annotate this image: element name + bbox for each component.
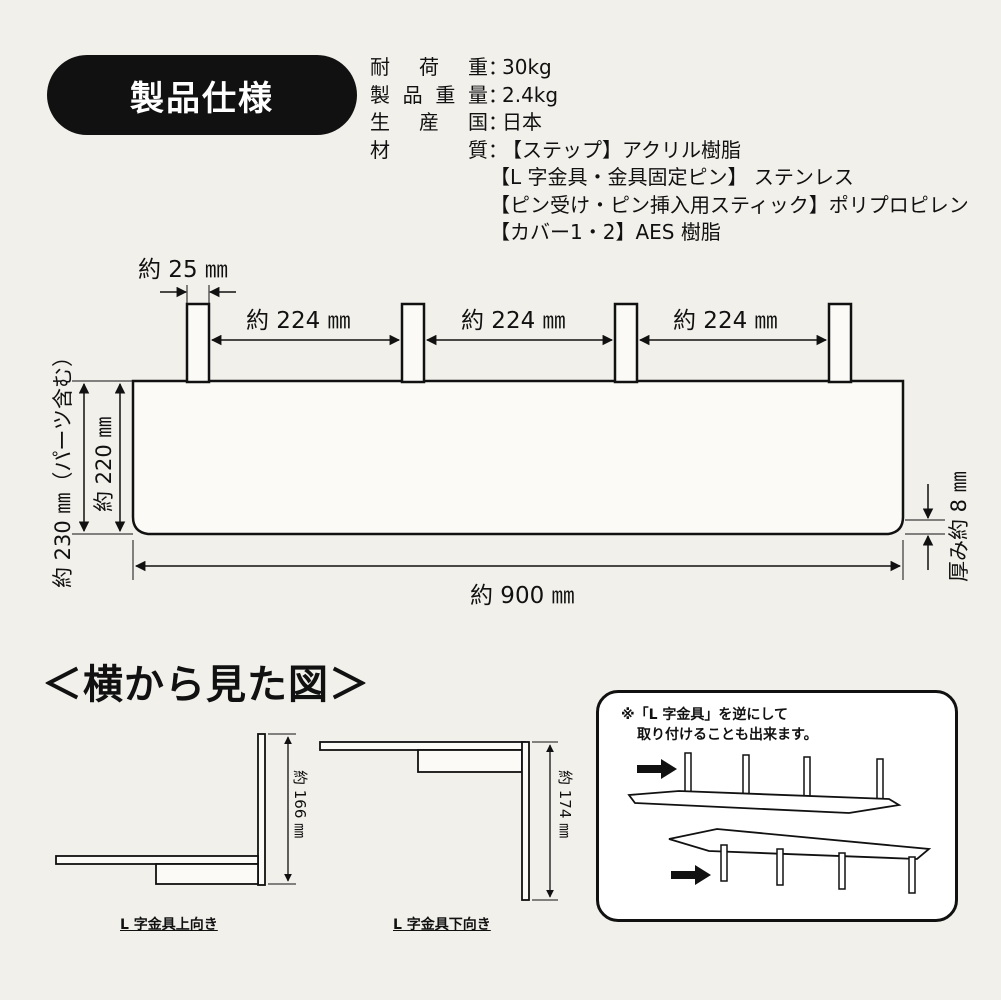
pin — [400, 302, 426, 384]
spec-row: 製品重量 ： 2.4kg — [370, 82, 990, 110]
spec-material-line: 【ピン受け・ピン挿入用スティック】ポリプロピレン — [490, 192, 969, 217]
arrow-icon — [671, 865, 711, 885]
spec-list: 耐荷重 ： 30kg 製品重量 ： 2.4kg 生産国 ： 日本 材質 ： 【ス… — [370, 54, 990, 247]
spec-label: 生産国 — [370, 110, 488, 134]
side-view-diagram: 約 166 ㎜ 約 174 ㎜ — [55, 733, 574, 901]
spec-value: 日本 — [502, 110, 542, 134]
spec-label: 耐荷重 — [370, 55, 488, 79]
shelf-board — [131, 379, 905, 536]
shelf-board — [627, 790, 902, 814]
spec-material-line: 【L 字金具・金具固定ピン】 ステンレス — [490, 165, 854, 189]
down-height-label: 約 174 ㎜ — [556, 770, 574, 838]
height-shelf-label: 約 220 ㎜ — [92, 417, 116, 512]
bracket-vertical — [257, 733, 266, 886]
pin — [185, 302, 211, 384]
bracket-vertical — [521, 741, 530, 901]
bracket-down-caption: L 字金具下向き — [393, 917, 491, 933]
pin-width-label: 約 25 ㎜ — [138, 257, 228, 283]
note-text: ※「L 字金具」を逆にして 取り付けることも出来ます。 — [621, 705, 818, 745]
bracket-arm — [417, 749, 523, 773]
spec-label: 材質 — [370, 137, 488, 162]
spec-value: 2.4kg — [502, 82, 559, 107]
shelf-side — [319, 741, 526, 751]
note-line: ※「L 字金具」を逆にして — [621, 707, 788, 723]
spec-material-line: 【カバー1・2】AES 樹脂 — [490, 220, 721, 244]
height-total-label: 約 230 ㎜（パーツ含む） — [51, 346, 75, 588]
spacing-label: 約 224 ㎜ — [246, 308, 351, 334]
pin — [827, 302, 853, 384]
shelf-board — [668, 828, 932, 860]
spec-value: 30kg — [502, 55, 552, 79]
pin — [613, 302, 639, 384]
width-label: 約 900 ㎜ — [470, 583, 575, 609]
spacing-label: 約 224 ㎜ — [461, 308, 566, 334]
front-view-diagram: 約 25 ㎜ 約 224 ㎜ 約 224 ㎜ 約 224 ㎜ 約 230 ㎜（パ… — [51, 257, 971, 609]
spec-value: 【ステップ】アクリル樹脂 — [502, 137, 741, 162]
up-height-label: 約 166 ㎜ — [291, 770, 309, 838]
bracket-arm — [155, 863, 259, 885]
spacing-label: 約 224 ㎜ — [673, 308, 778, 334]
thickness-label: 厚み約 8 ㎜ — [947, 471, 971, 582]
spec-row: 材質 ： 【ステップ】アクリル樹脂 — [370, 137, 990, 165]
spec-row: 耐荷重 ： 30kg — [370, 54, 990, 82]
spec-label: 製品重量 — [370, 82, 488, 107]
reverse-note-box: ※「L 字金具」を逆にして 取り付けることも出来ます。 — [596, 690, 958, 922]
shelf-side — [55, 855, 259, 865]
note-line: 取り付けることも出来ます。 — [637, 727, 818, 743]
reverse-illustration — [627, 752, 932, 894]
arrow-icon — [637, 759, 677, 779]
spec-title-pill: 製品仕様 — [47, 55, 357, 135]
bracket-up-caption: L 字金具上向き — [120, 917, 218, 933]
side-view-title: ＜横から見た図＞ — [42, 662, 370, 708]
spec-title: 製品仕様 — [130, 78, 274, 119]
spec-row: 生産国 ： 日本 — [370, 109, 990, 137]
